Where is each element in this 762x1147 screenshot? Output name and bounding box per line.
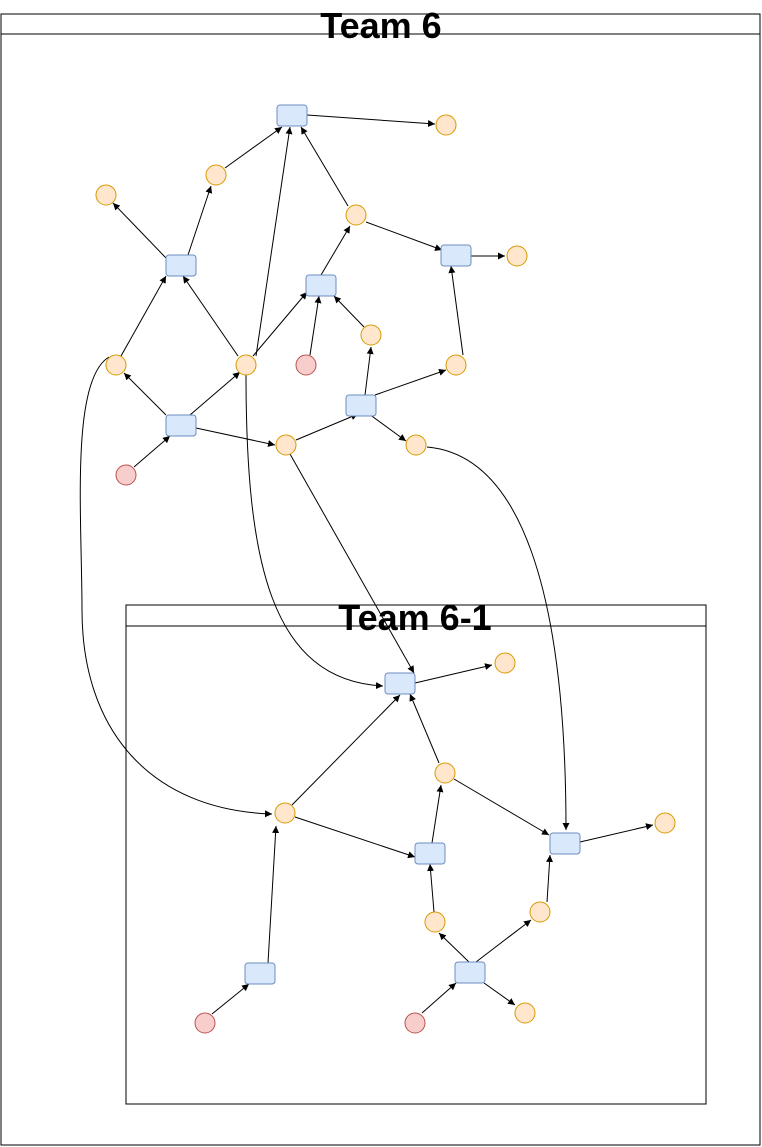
- edge: [475, 919, 532, 963]
- place-node[interactable]: [360, 324, 382, 346]
- place-node[interactable]: [275, 434, 297, 456]
- edge: [289, 453, 415, 674]
- edge: [409, 693, 440, 764]
- task-node[interactable]: [384, 672, 416, 695]
- edge: [187, 185, 213, 256]
- edge: [245, 373, 384, 690]
- place-node[interactable]: [424, 911, 446, 933]
- edge: [133, 435, 171, 468]
- place-node[interactable]: [95, 184, 117, 206]
- place-node[interactable]: [529, 901, 551, 923]
- place-node[interactable]: [235, 354, 257, 376]
- edge: [414, 663, 493, 684]
- edge: [546, 854, 554, 903]
- edge: [267, 825, 280, 964]
- edge: [309, 295, 322, 356]
- edge: [211, 983, 250, 1015]
- edge: [438, 932, 470, 963]
- edge: [79, 356, 273, 818]
- start-nodes: [115, 354, 426, 1034]
- place-node[interactable]: [105, 354, 127, 376]
- task-nodes: [165, 104, 581, 985]
- task-node[interactable]: [276, 104, 308, 127]
- edge: [300, 126, 349, 207]
- place-node[interactable]: [514, 1002, 536, 1024]
- edge: [306, 114, 436, 128]
- task-node[interactable]: [454, 961, 486, 984]
- edge: [320, 225, 351, 276]
- edge: [368, 413, 407, 442]
- edge: [431, 784, 444, 844]
- edge: [189, 371, 241, 416]
- task-node[interactable]: [549, 832, 581, 855]
- place-nodes: [95, 114, 676, 1024]
- edge: [294, 816, 416, 859]
- task-node[interactable]: [165, 254, 197, 277]
- edge: [182, 275, 239, 357]
- place-node[interactable]: [506, 245, 528, 267]
- task-node[interactable]: [305, 274, 337, 297]
- task-node[interactable]: [165, 414, 197, 437]
- edge: [374, 369, 447, 396]
- place-node[interactable]: [494, 652, 516, 674]
- place-node[interactable]: [205, 164, 227, 186]
- task-node[interactable]: [414, 842, 446, 865]
- task-node[interactable]: [440, 244, 472, 267]
- edge: [112, 202, 167, 259]
- edge: [255, 126, 293, 357]
- edge: [421, 982, 457, 1014]
- edge: [295, 413, 359, 441]
- place-node[interactable]: [445, 354, 467, 376]
- pool-team-6-title: Team 6: [320, 5, 441, 46]
- edge: [427, 863, 435, 913]
- place-node[interactable]: [274, 802, 296, 824]
- start-node[interactable]: [115, 464, 137, 486]
- edge: [579, 823, 654, 843]
- edge: [252, 291, 308, 357]
- pool-team-6: Team 6: [0, 5, 761, 1146]
- edge: [195, 427, 276, 447]
- edges: [79, 114, 654, 1015]
- edge: [333, 295, 365, 328]
- pool-team-6-1: Team 6-1: [125, 597, 707, 1105]
- place-node[interactable]: [434, 762, 456, 784]
- place-node[interactable]: [345, 204, 367, 226]
- edge: [426, 446, 570, 831]
- edge: [291, 694, 401, 806]
- place-node[interactable]: [435, 114, 457, 136]
- edge: [123, 372, 167, 416]
- edge: [453, 778, 550, 836]
- start-node[interactable]: [295, 354, 317, 376]
- edge: [120, 275, 167, 357]
- place-node[interactable]: [405, 434, 427, 456]
- place-node[interactable]: [654, 812, 676, 834]
- edge: [483, 982, 516, 1006]
- start-node[interactable]: [404, 1012, 426, 1034]
- pool-team-6-1-border: [125, 604, 707, 1105]
- pool-team-6-border: [0, 13, 761, 1146]
- edge: [224, 126, 283, 169]
- edge: [365, 221, 443, 251]
- start-node[interactable]: [194, 1012, 216, 1034]
- task-node[interactable]: [244, 962, 276, 985]
- task-node[interactable]: [345, 394, 377, 417]
- edge: [448, 265, 464, 356]
- edge: [364, 346, 374, 396]
- pool-team-6-1-title: Team 6-1: [338, 597, 491, 638]
